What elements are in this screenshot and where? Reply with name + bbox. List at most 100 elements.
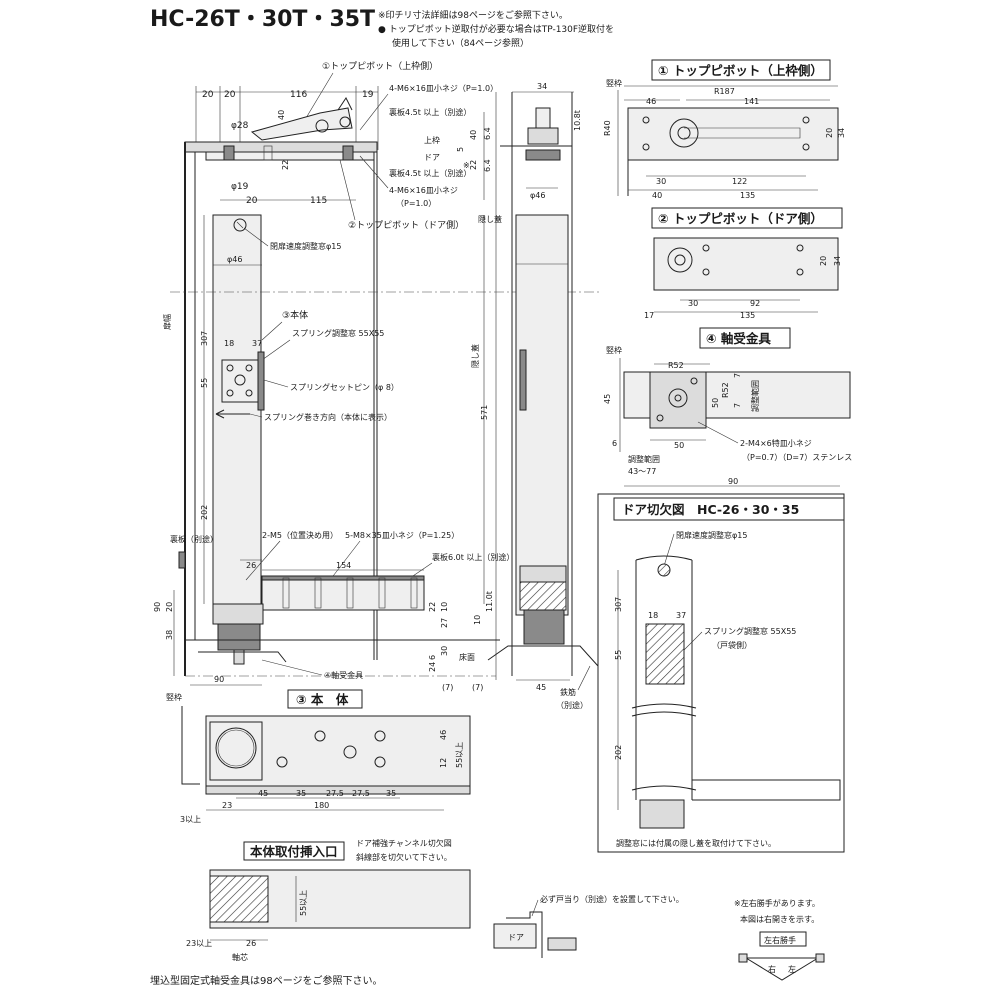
dim-12-s3: 12 — [439, 758, 448, 768]
label-body: ③本体 — [282, 309, 308, 321]
label-left: 左 — [788, 964, 796, 974]
heading-section-3: ③ 本 体 — [296, 692, 349, 707]
dim-20a: 20 — [202, 90, 214, 100]
dim-5: 5 — [456, 147, 465, 152]
dim-6-4a: 6.4 — [483, 127, 492, 140]
dim-571: 571 — [480, 405, 489, 420]
label-door-stopper: ドア — [508, 933, 524, 942]
label-m8: 5-M8×35皿小ネジ（P=1.25） — [345, 531, 459, 540]
note-insert-1: ドア補強チャンネル切欠図 — [356, 838, 452, 848]
dim-6: 6 — [428, 655, 437, 660]
note-cutout: 調整窓には付属の隠し蓋を取付けて下さい。 — [616, 838, 776, 848]
dim-11-0t: 11.0t — [485, 591, 494, 612]
dim-34-s1: 34 — [837, 128, 846, 138]
main-elevation-view: ①トップピボット（上枠側） 20 20 116 19 φ28 40 22 φ19… — [153, 60, 600, 710]
heading-insert: 本体取付挿入口 — [250, 844, 338, 859]
dim-90: 90 — [153, 602, 162, 612]
dim-27: 27 — [440, 618, 449, 628]
dim-45-s3: 45 — [258, 789, 268, 798]
note-hand-1: ※左右勝手があります。 — [734, 898, 820, 908]
dim-50a-s4: 50 — [711, 398, 720, 408]
dim-55-insert: 55以上 — [299, 890, 308, 916]
dim-115: 115 — [310, 196, 327, 206]
dim-30-s1: 30 — [656, 177, 666, 186]
label-top-pivot-door: ②トップピボット（ドア側） — [348, 219, 464, 231]
section-body: ③ 本 体 竪枠 12 46 55以上 45 35 27.5 27.5 35 2… — [166, 689, 471, 824]
dim-27-5a-s3: 27.5 — [326, 789, 344, 798]
label-hidden-cover-top: 隠し蓋 — [478, 214, 502, 224]
dim-40-s1: 40 — [652, 191, 662, 200]
label-range-s4: 調整範囲 — [750, 380, 760, 412]
note-insert-2: 斜線部を切欠いて下さい。 — [356, 852, 452, 862]
label-spring-pin: スプリングセットピン（φ 8） — [290, 382, 399, 392]
dim-37: 37 — [252, 339, 262, 348]
label-screw-s4-2: （P=0.7）（D=7）ステンレス — [742, 453, 852, 462]
dim-22c: 22 — [428, 602, 437, 612]
section-hand: ※左右勝手があります。 本図は右開きを示す。 左右勝手 右 左 — [734, 898, 825, 981]
dim-18: 18 — [224, 339, 234, 348]
label-range-bottom: 調整範囲 — [628, 454, 660, 464]
dim-46-s3: 46 — [439, 730, 448, 740]
dim-55-cutout: 55 — [614, 650, 623, 660]
dim-46-s1: 46 — [646, 97, 656, 106]
dim-202-cutout: 202 — [614, 745, 623, 760]
dim-122-s1: 122 — [732, 177, 747, 186]
dim-30-s2: 30 — [688, 299, 698, 308]
dim-37-cutout: 37 — [676, 611, 686, 620]
dim-20c: 20 — [246, 196, 258, 206]
label-speed-window: 閉扉速度調整窓φ15 — [270, 241, 341, 251]
dim-10: 10 — [440, 602, 449, 612]
dim-90b: 90 — [214, 675, 224, 684]
label-door-width: 扉幅 — [162, 314, 172, 330]
dim-star: ※ — [463, 161, 470, 170]
label-spring-window-cutout-2: （戸袋側） — [712, 640, 752, 650]
footer-note: 埋込型固定式軸受金具は98ページをご参照下さい。 — [150, 974, 383, 987]
dim-24: 24 — [428, 662, 437, 672]
label-backing-side: 裏板（別途） — [170, 534, 218, 544]
dim-7b: (7) — [472, 683, 483, 692]
dim-7b-s4: 7 — [733, 403, 742, 408]
label-screw-s4-1: 2-M4×6特皿小ネジ — [740, 438, 812, 448]
dim-20-s1: 20 — [825, 128, 834, 138]
section-top-pivot-frame: ① トップピボット（上枠側） 竪枠 R187 46 141 R40 20 34 … — [603, 59, 846, 200]
label-door: ドア — [424, 153, 440, 162]
label-backing-b: 裏板4.5t 以上（別途） — [389, 168, 471, 178]
label-jamb-1: 竪枠 — [606, 78, 622, 88]
dim-phi46a: φ46 — [227, 255, 242, 264]
section-top-pivot-door: ② トップピボット（ドア側） 20 34 30 92 17 135 — [644, 207, 843, 320]
dim-19: 19 — [362, 90, 374, 100]
label-axis-insert: 軸芯 — [232, 952, 248, 962]
dim-3-s3: 3以上 — [180, 815, 201, 824]
dim-40: 40 — [277, 110, 286, 120]
note-stopper: 必ず戸当り（別途）を設置して下さい。 — [540, 894, 684, 904]
dim-154: 154 — [336, 561, 351, 570]
label-right: 右 — [768, 964, 776, 974]
dim-307-cutout: 307 — [614, 597, 623, 612]
dim-34-s2: 34 — [833, 256, 842, 266]
dim-10-8t: 10.8t — [573, 110, 582, 131]
dim-26-insert: 26 — [246, 939, 256, 948]
label-upper-frame: 上枠 — [424, 135, 440, 145]
dim-22: 22 — [281, 160, 290, 170]
dim-55: 55 — [200, 378, 209, 388]
label-speed-window-cutout: 閉扉速度調整窓φ15 — [676, 530, 747, 540]
dim-22b: 22 — [469, 160, 478, 170]
section-insert: 本体取付挿入口 ドア補強チャンネル切欠図 斜線部を切欠いて下さい。 55以上 2… — [186, 838, 471, 962]
dim-7a-s4: 7 — [733, 373, 742, 378]
note-line-2: ● トップピボット逆取付が必要な場合はTP-130F逆取付を — [378, 23, 614, 35]
dim-92-s2: 92 — [750, 299, 760, 308]
dim-45-s4: 45 — [603, 394, 612, 404]
label-backing-6: 裏板6.0t 以上（別途） — [432, 552, 514, 562]
dim-135-s1: 135 — [740, 191, 755, 200]
dim-180-s3: 180 — [314, 801, 329, 810]
section-door-cutout: ドア切欠図 HC-26・30・35 閉扉速度調整窓φ15 307 18 37 5… — [597, 493, 845, 853]
label-top-pivot-frame: ①トップピボット（上枠側） — [322, 60, 438, 72]
label-floor: 床面 — [459, 652, 475, 662]
dim-27-5b-s3: 27.5 — [352, 789, 370, 798]
heading-cutout: ドア切欠図 HC-26・30・35 — [622, 502, 799, 517]
dim-30: 30 — [440, 646, 449, 656]
label-m5: 2-M5（位置決め用） — [262, 530, 338, 540]
dim-23-insert: 23以上 — [186, 939, 212, 948]
dim-18-cutout: 18 — [648, 611, 658, 620]
dim-phi46b: φ46 — [530, 191, 545, 200]
